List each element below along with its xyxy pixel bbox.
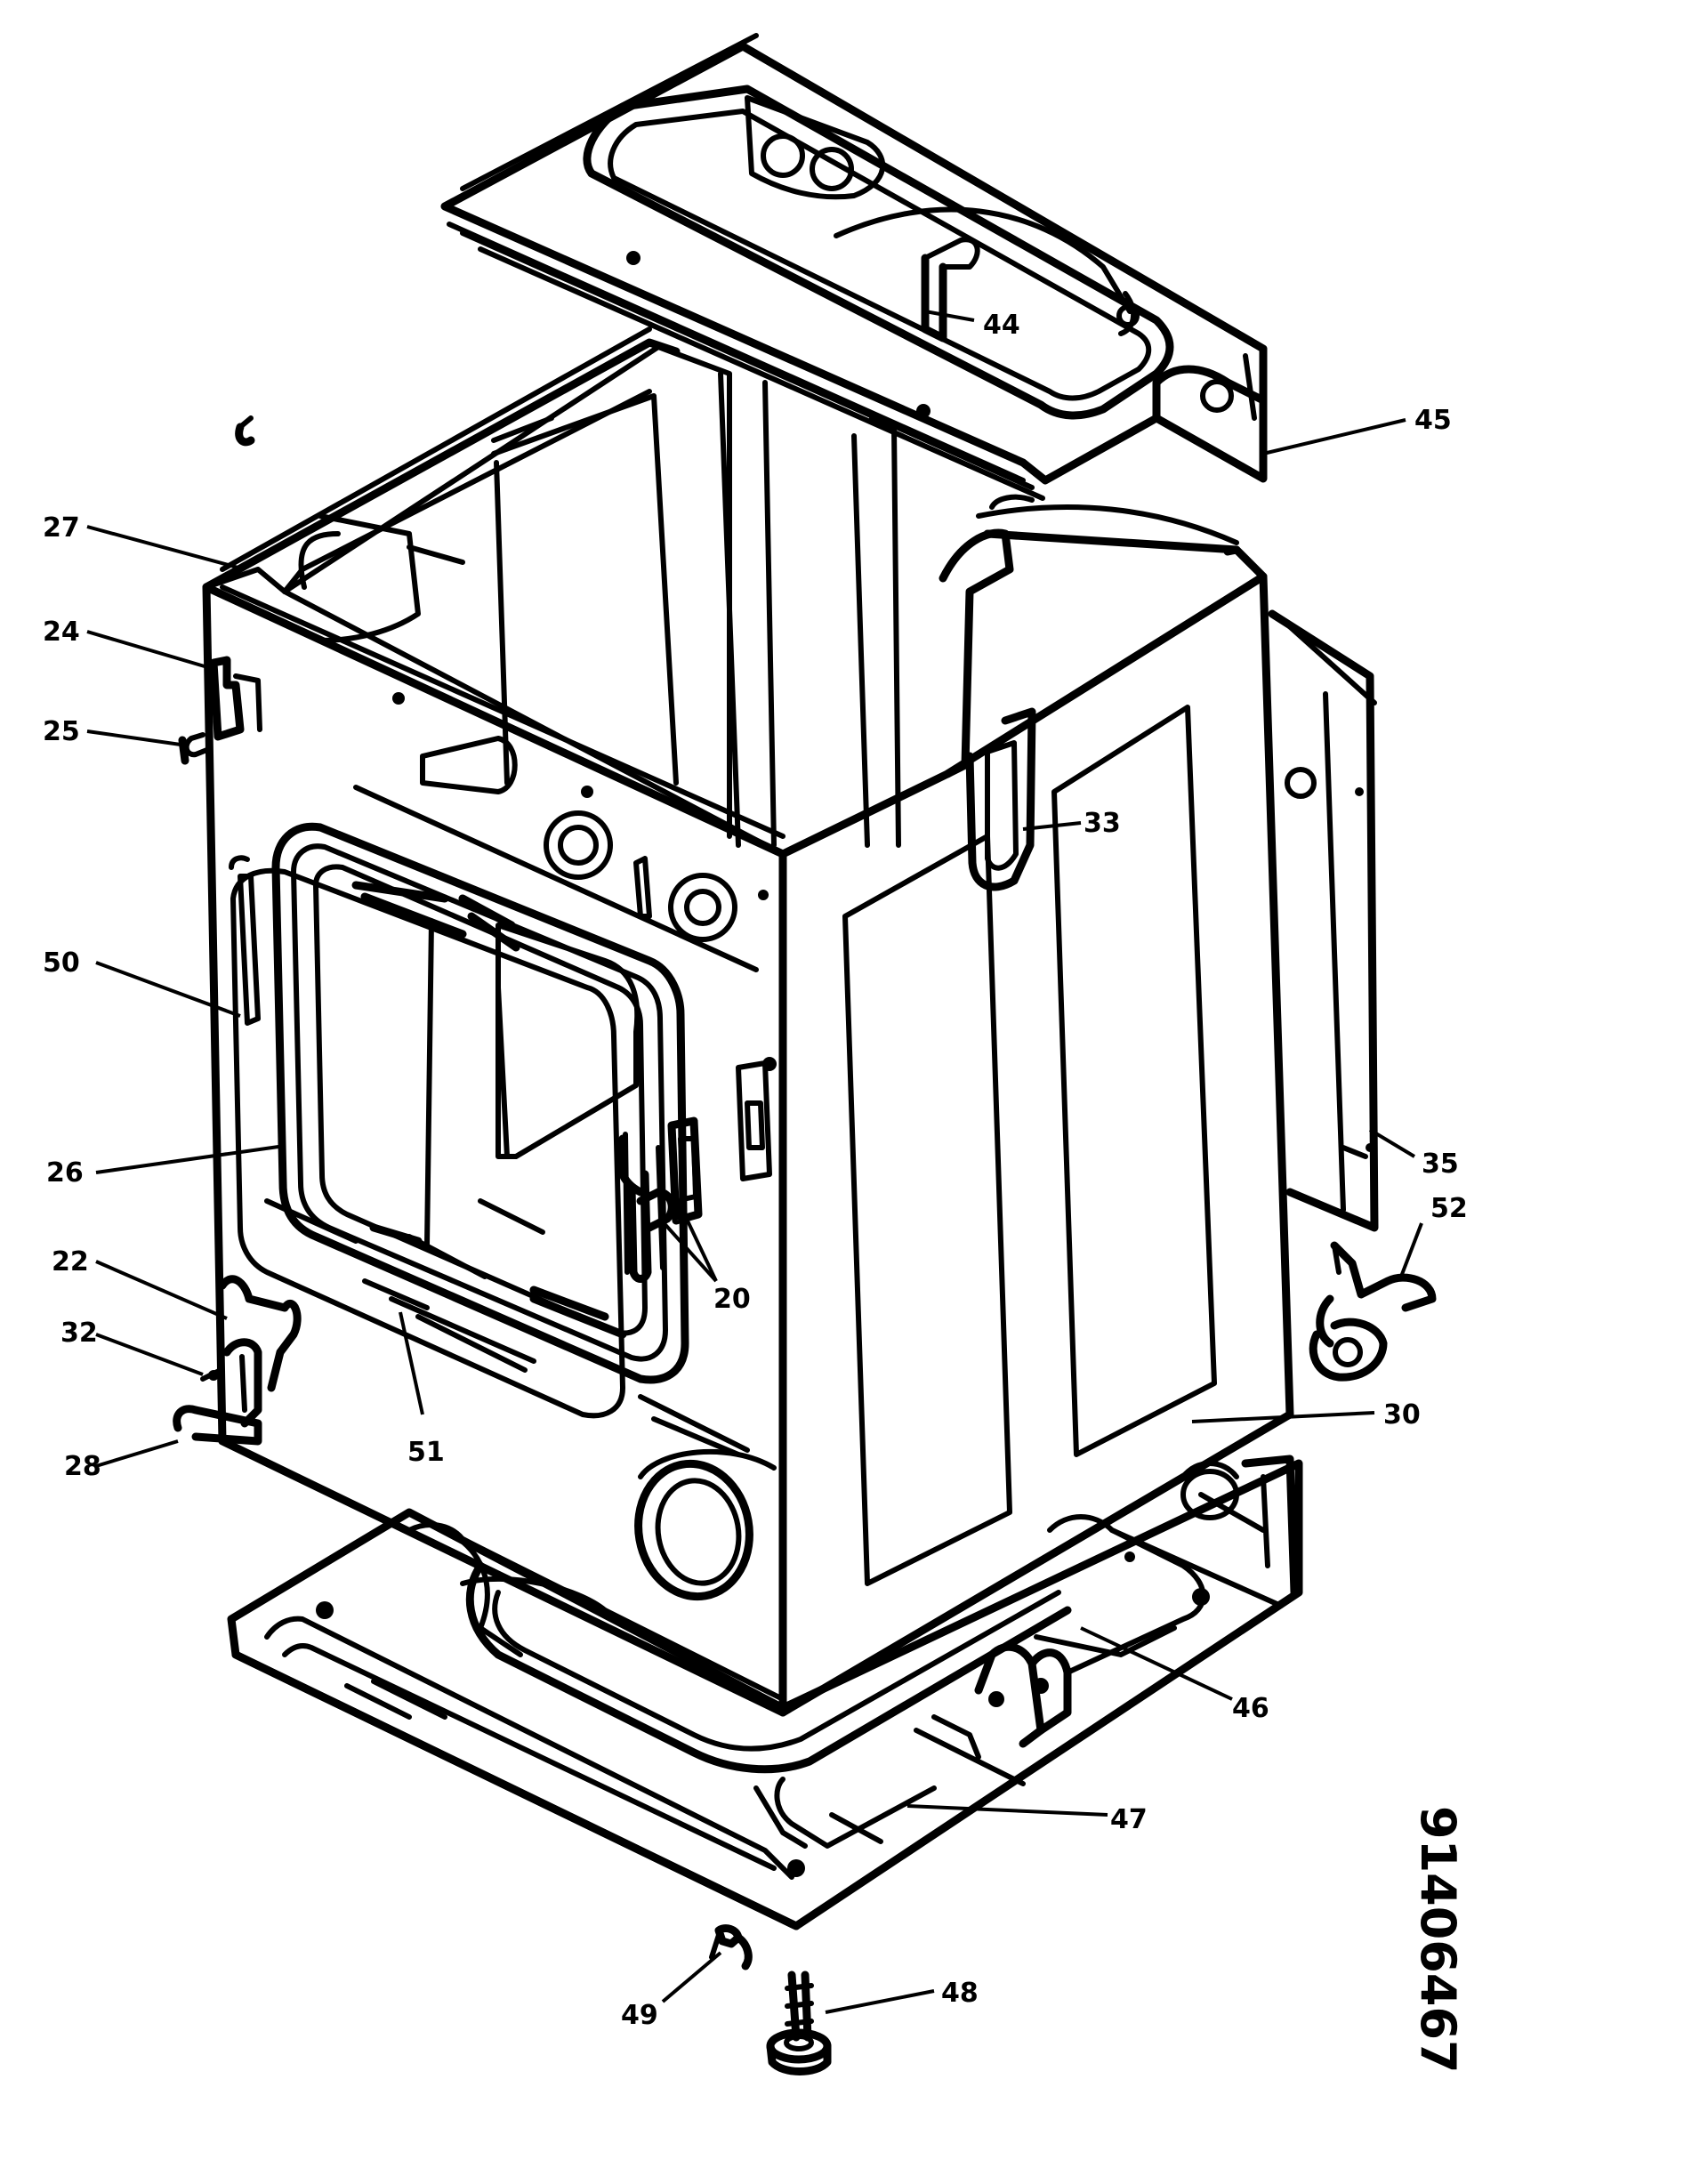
callout-45: 45	[1414, 405, 1452, 436]
callout-labels: 27 24 25 50 26 22 32 28 51 44 45 33 35 5…	[43, 310, 1468, 2031]
callout-46: 46	[1232, 1693, 1269, 1724]
cabinet-body	[173, 326, 1437, 1717]
callout-52: 52	[1430, 1193, 1468, 1224]
callout-44: 44	[983, 310, 1020, 341]
callout-48: 48	[941, 1978, 979, 2009]
callout-25: 25	[43, 716, 80, 747]
base-frame	[227, 1455, 1303, 1930]
leader-lines	[86, 310, 1423, 2014]
callout-47: 47	[1110, 1804, 1148, 1835]
callout-33: 33	[1084, 808, 1121, 839]
callout-51: 51	[407, 1437, 445, 1468]
callout-20: 20	[713, 1284, 751, 1315]
callout-26: 26	[46, 1157, 84, 1189]
callout-24: 24	[43, 617, 80, 648]
clip-screw	[709, 1924, 753, 1971]
callout-22: 22	[52, 1246, 89, 1277]
callout-27: 27	[43, 512, 80, 544]
callout-49: 49	[621, 2000, 658, 2031]
callout-30: 30	[1383, 1399, 1421, 1431]
top-panel	[440, 33, 1268, 501]
callout-50: 50	[43, 947, 80, 979]
drawing-code: 91406467	[1410, 1806, 1466, 2074]
foot-screw	[766, 1971, 832, 2075]
callout-28: 28	[64, 1451, 101, 1482]
callout-35: 35	[1422, 1148, 1459, 1180]
callout-32: 32	[60, 1318, 98, 1349]
